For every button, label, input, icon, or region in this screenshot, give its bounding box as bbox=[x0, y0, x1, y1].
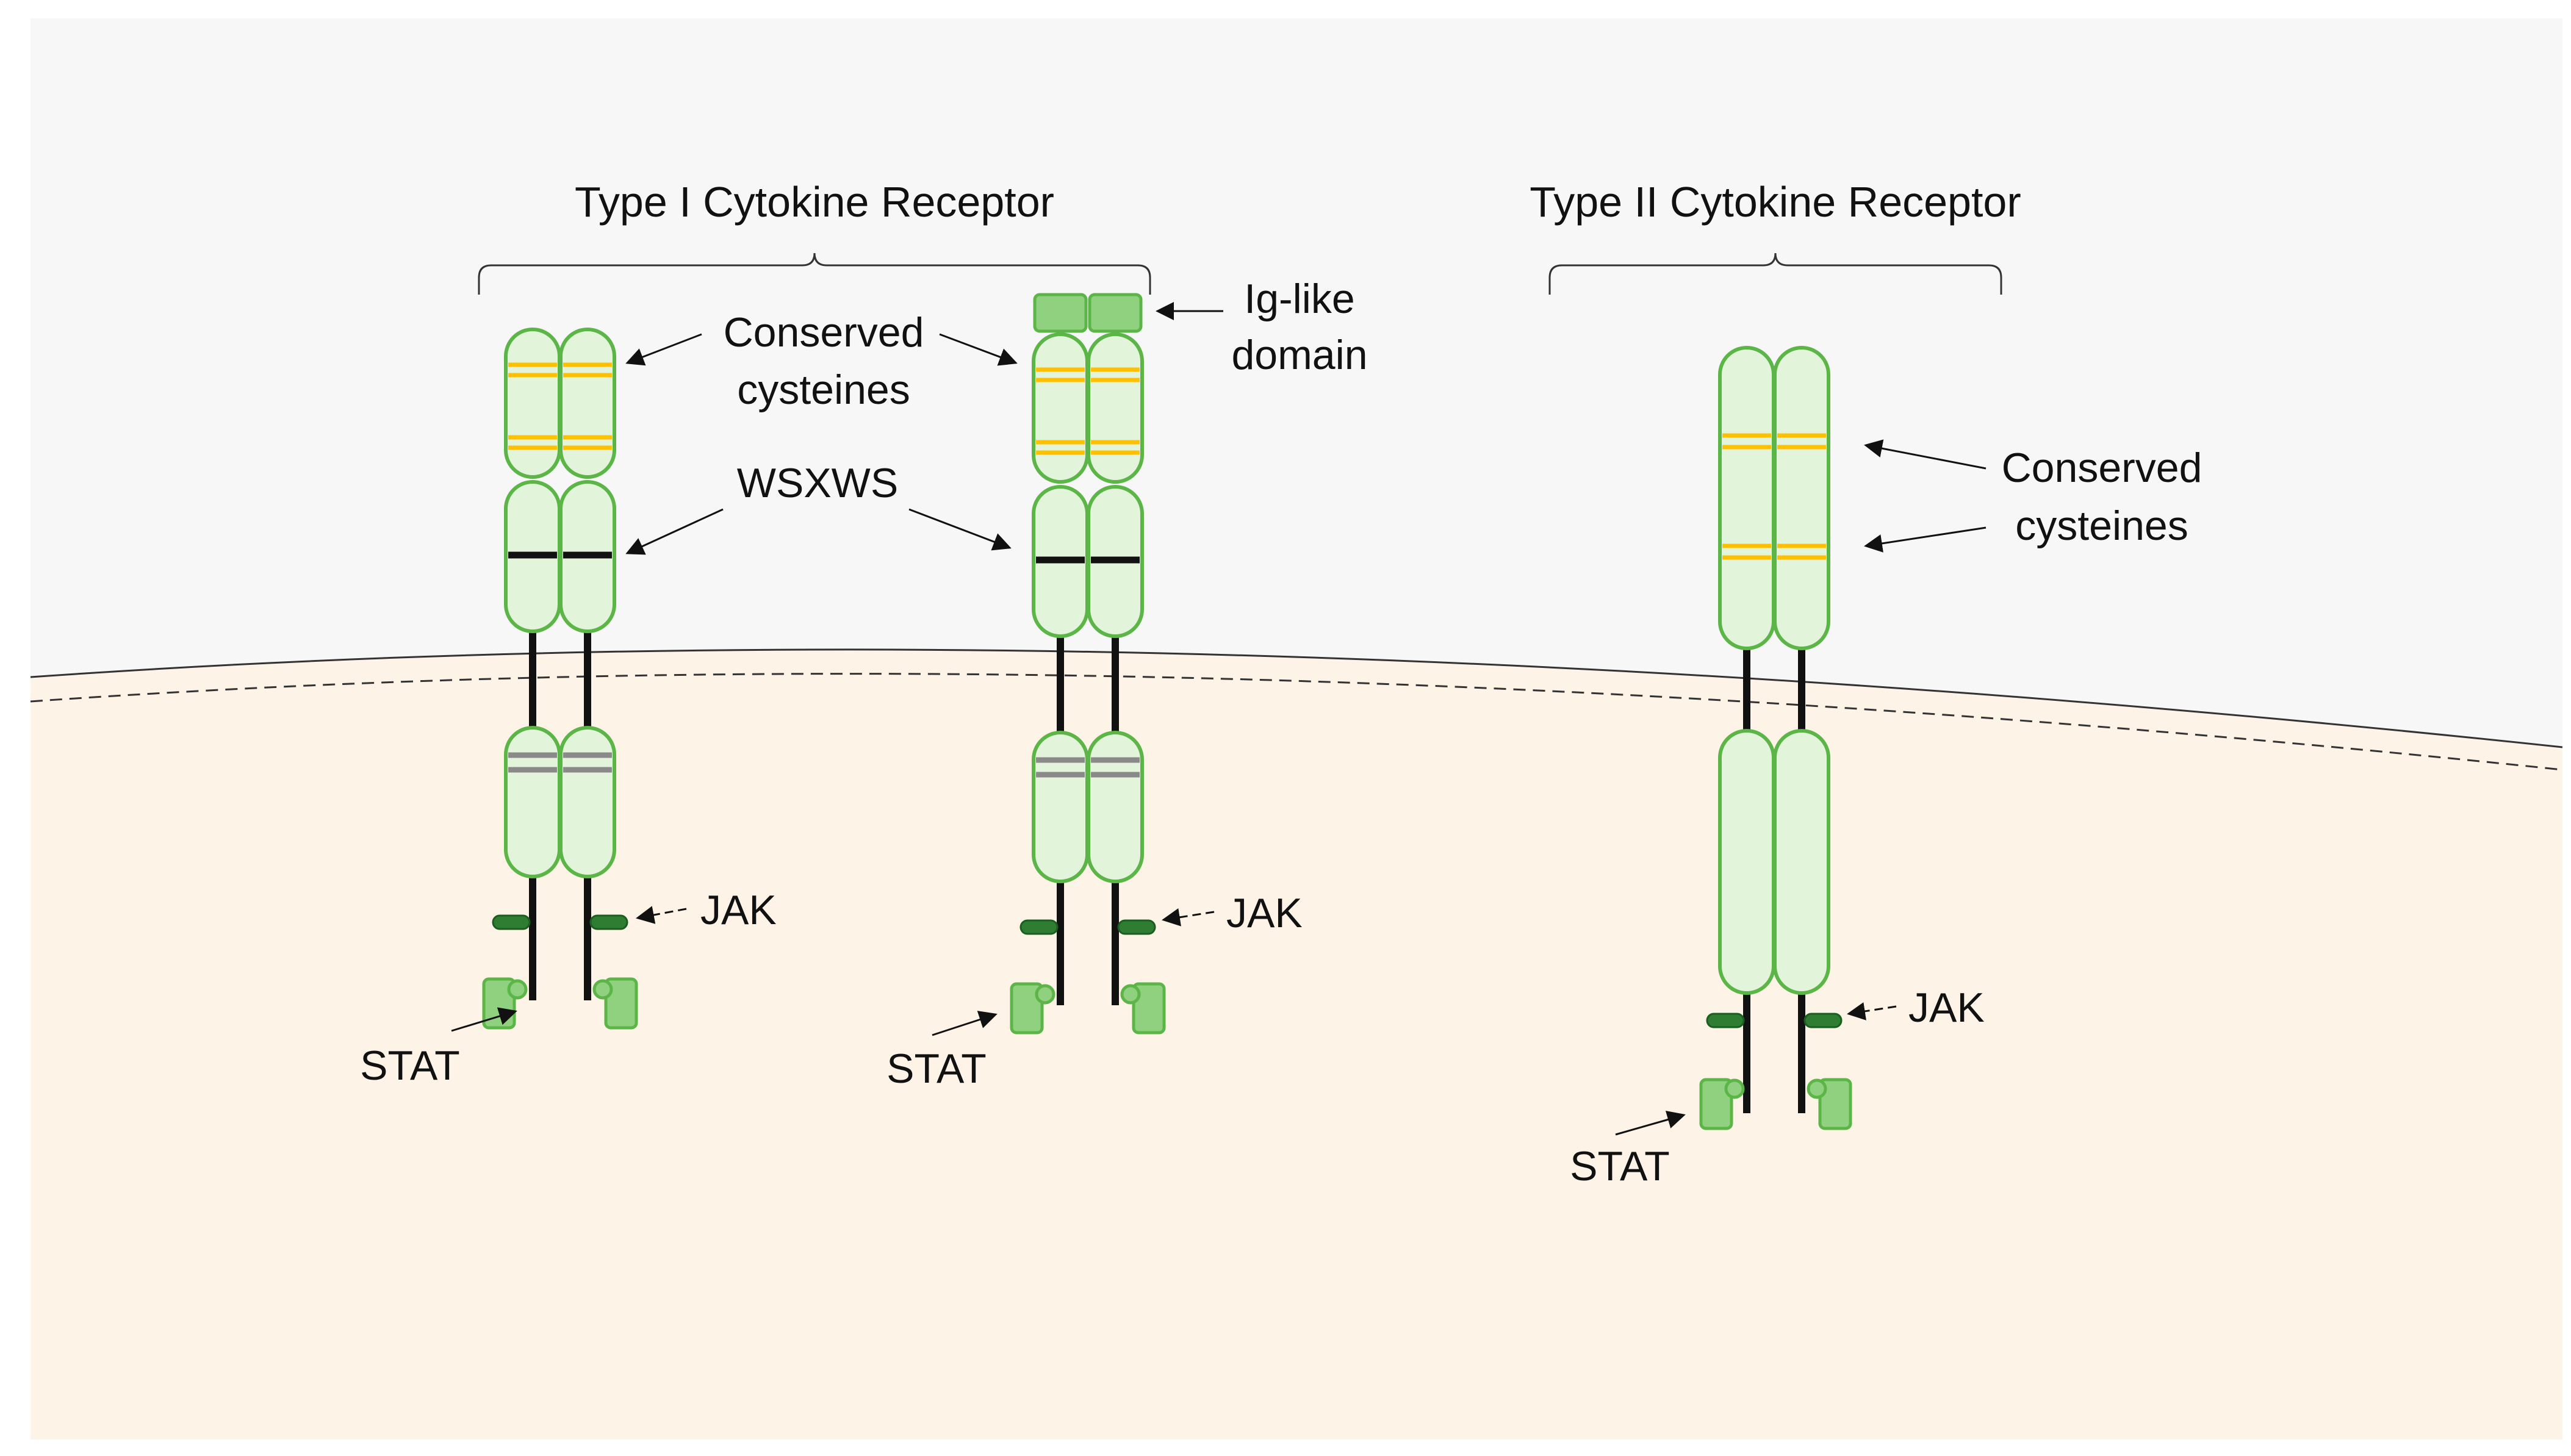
type1-a-stat-1-phospho bbox=[507, 979, 528, 1000]
type1-b-chain-2-intracellular-domain bbox=[1087, 731, 1144, 883]
annotation-arrows bbox=[451, 302, 1987, 1136]
type2-stat-2 bbox=[1818, 1078, 1852, 1130]
type1-ig-like-domain-label-line1: Ig-like bbox=[1244, 276, 1354, 322]
type1-a-chain-2-cysteine-domain bbox=[559, 328, 616, 479]
arrow-stat-type1-a bbox=[451, 1007, 517, 1032]
type1-a-chain-2-intracellular-domain bbox=[559, 726, 616, 878]
arrow-wsxws-to-type1-b bbox=[908, 508, 1012, 551]
wsxws-label: WSXWS bbox=[737, 460, 898, 506]
type1-b-stat-1 bbox=[1010, 982, 1044, 1035]
type2-chain-1-intracellular-domain bbox=[1718, 729, 1775, 995]
type2-stat-2-phospho bbox=[1807, 1078, 1827, 1099]
type1-b-chain-2-cysteine-domain bbox=[1087, 332, 1144, 484]
type2-chain-2-intracellular-domain bbox=[1773, 729, 1830, 995]
cell-membrane-inner bbox=[30, 673, 2563, 771]
type1-b-jak-2 bbox=[1117, 919, 1156, 935]
type1-receptor-a bbox=[482, 328, 638, 1030]
type1-a-chain-1-intracellular-domain bbox=[504, 726, 561, 878]
type1-receptor-b-with-ig-domain bbox=[1010, 293, 1166, 1035]
type1-a-jak-2 bbox=[589, 914, 628, 930]
arrow-jak-type1-a bbox=[636, 906, 687, 924]
type1-bracket bbox=[478, 253, 1151, 295]
type1-stat-label-a: STAT bbox=[360, 1042, 460, 1089]
arrow-stat-type2 bbox=[1615, 1110, 1686, 1136]
arrow-cysteines-to-type1-b bbox=[939, 333, 1018, 366]
type2-bracket bbox=[1548, 253, 2002, 295]
type1-a-stat-2-phospho bbox=[592, 979, 613, 1000]
arrow-cysteines-type2-upper bbox=[1864, 439, 1987, 470]
type1-a-jak-1 bbox=[492, 914, 531, 930]
type2-jak-label: JAK bbox=[1908, 984, 1985, 1031]
type2-conserved-cysteines-label-line1: Conserved bbox=[2002, 445, 2202, 491]
type1-jak-label-b: JAK bbox=[1226, 890, 1303, 936]
type1-a-chain-1-cysteine-domain bbox=[504, 328, 561, 479]
arrow-cysteines-to-type1-a bbox=[625, 333, 702, 366]
type2-chain-1-cysteine-domain bbox=[1718, 346, 1775, 650]
type1-b-ig-like-domain-1 bbox=[1033, 293, 1088, 333]
type1-stat-label-b: STAT bbox=[886, 1045, 987, 1092]
type2-stat-1 bbox=[1699, 1078, 1733, 1130]
type2-jak-2 bbox=[1803, 1013, 1843, 1028]
type1-b-chain-1-cysteine-domain bbox=[1032, 332, 1089, 484]
arrow-jak-type2 bbox=[1847, 1002, 1897, 1020]
type1-jak-label-a: JAK bbox=[700, 887, 777, 933]
arrow-stat-type1-b bbox=[932, 1011, 998, 1036]
type1-conserved-cysteines-label-line2: cysteines bbox=[737, 367, 910, 413]
cytoplasm bbox=[31, 649, 2562, 1440]
arrow-cysteines-type2-lower bbox=[1864, 526, 1987, 553]
type1-a-stat-2 bbox=[604, 977, 638, 1030]
cell-membrane-outer bbox=[30, 648, 2563, 748]
type1-title: Type I Cytokine Receptor bbox=[575, 178, 1054, 226]
type2-receptor bbox=[1699, 346, 1852, 1130]
type2-stat-1-phospho bbox=[1724, 1078, 1745, 1099]
type1-conserved-cysteines-label-line1: Conserved bbox=[724, 309, 924, 356]
arrow-wsxws-to-type1-a bbox=[625, 508, 724, 555]
type1-b-stat-2-phospho bbox=[1120, 984, 1141, 1005]
type1-b-stat-2 bbox=[1132, 982, 1166, 1035]
type1-b-ig-like-domain-2 bbox=[1088, 293, 1143, 333]
type1-b-stat-1-phospho bbox=[1035, 984, 1055, 1005]
arrow-jak-type1-b bbox=[1162, 908, 1215, 927]
type2-chain-2-cysteine-domain bbox=[1773, 346, 1830, 650]
type1-b-jak-1 bbox=[1019, 919, 1059, 935]
type2-title: Type II Cytokine Receptor bbox=[1530, 178, 2021, 226]
type1-ig-like-domain-label-line2: domain bbox=[1231, 332, 1367, 378]
type2-stat-label: STAT bbox=[1570, 1143, 1670, 1189]
type2-jak-1 bbox=[1706, 1013, 1745, 1028]
type1-b-chain-1-intracellular-domain bbox=[1032, 731, 1089, 883]
type2-conserved-cysteines-label-line2: cysteines bbox=[2015, 503, 2188, 549]
